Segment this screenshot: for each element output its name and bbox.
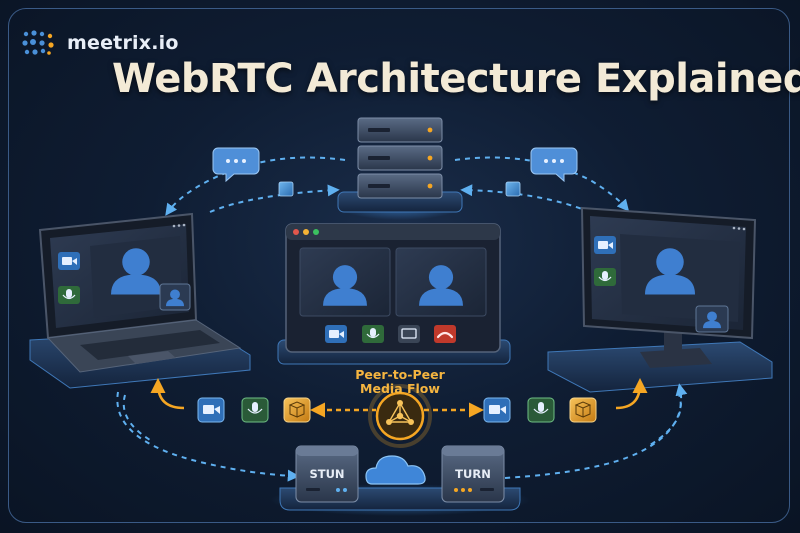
- screen-share-icon: [398, 325, 420, 343]
- page-title: WebRTC Architecture Explained: [112, 56, 800, 102]
- camera-icon: [197, 397, 225, 423]
- turn-label: TURN: [455, 467, 491, 481]
- stun-server: STUN: [295, 445, 359, 503]
- network-hub-icon: [368, 384, 432, 448]
- peer-to-peer-flow: Peer-to-Peer Media Flow: [150, 367, 648, 448]
- logo-icon: [22, 30, 54, 55]
- camera-icon: [483, 397, 511, 423]
- flow-label-line1: Peer-to-Peer: [355, 367, 445, 382]
- microphone-icon: [241, 397, 269, 423]
- microphone-icon: [527, 397, 555, 423]
- laptop-device: [29, 212, 251, 389]
- turn-server: TURN: [441, 445, 505, 503]
- stun-label: STUN: [309, 467, 344, 481]
- signaling-paths: [165, 156, 630, 216]
- package-icon: [569, 397, 597, 423]
- microphone-icon: [58, 286, 80, 304]
- microphone-icon: [594, 268, 616, 286]
- cloud-icon: [365, 455, 426, 485]
- server-icon: [357, 117, 443, 199]
- flow-label-line2: Media Flow: [360, 381, 440, 396]
- chat-bubble-icon: [530, 147, 578, 183]
- camera-icon: [325, 325, 347, 343]
- relay-paths: [116, 383, 688, 482]
- signaling-server: [337, 117, 463, 220]
- camera-icon: [594, 236, 616, 254]
- package-icon: [283, 397, 311, 423]
- monitor-device: [547, 206, 773, 393]
- chat-bubble-icon: [212, 147, 260, 183]
- end-call-icon: [434, 325, 456, 343]
- brand-name: meetrix.io: [67, 32, 179, 54]
- stun-turn-servers: STUN TURN: [270, 445, 530, 516]
- microphone-icon: [362, 325, 384, 343]
- package-icon: [278, 181, 521, 197]
- browser-window: [277, 223, 511, 365]
- camera-icon: [58, 252, 80, 270]
- brand: meetrix.io: [22, 30, 179, 56]
